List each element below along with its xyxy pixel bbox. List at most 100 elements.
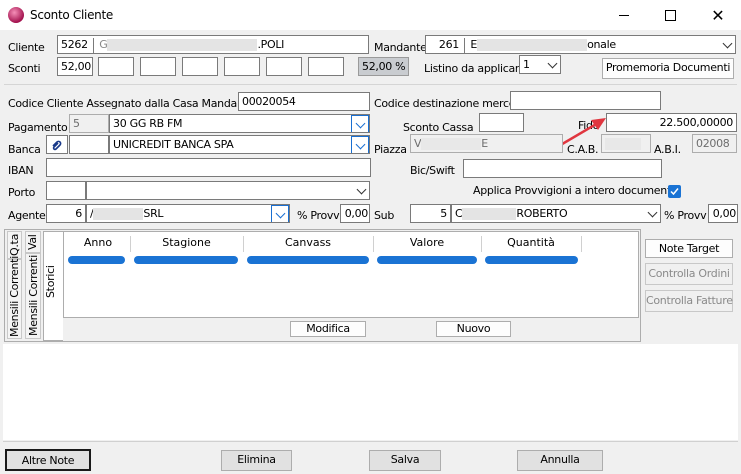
sub-provv-field[interactable]: 0,00 — [708, 204, 738, 223]
sconti-label: Sconti — [8, 62, 41, 75]
banca-dropdown-button[interactable] — [351, 136, 369, 153]
column-header-stagione[interactable]: Stagione — [130, 236, 244, 252]
listino-combo[interactable]: 1 — [519, 55, 561, 74]
iban-field[interactable] — [46, 158, 371, 177]
sconto-1-field[interactable]: 52,00 — [57, 57, 93, 76]
sconto-2-field[interactable] — [98, 57, 134, 76]
listino-value: 1 — [523, 58, 530, 71]
agente-prefix: / — [90, 207, 94, 220]
banca-label: Banca — [8, 143, 41, 156]
tab-mensili-correnti-1-label: Mensili Correnti — [8, 256, 21, 337]
piazza-label: Piazza — [374, 143, 407, 156]
sconto-4-field[interactable] — [182, 57, 218, 76]
mandante-name-redacted — [477, 39, 588, 51]
maximize-button[interactable] — [647, 0, 693, 30]
agente-code-field[interactable]: 6 — [46, 204, 86, 223]
sconto-5-field[interactable] — [224, 57, 260, 76]
altre-note-button[interactable]: Altre Note — [5, 449, 91, 471]
banca-code-field[interactable] — [69, 135, 109, 154]
codice-cliente-field[interactable]: 00020054 — [238, 92, 370, 111]
sub-combo[interactable]: C ROBERTO — [451, 204, 661, 223]
mandante-label: Mandante — [374, 41, 427, 54]
modifica-button[interactable]: Modifica — [290, 321, 366, 337]
scrollbar-stagione[interactable] — [134, 256, 238, 264]
sub-code-field[interactable]: 5 — [410, 204, 451, 223]
sconto-7-field[interactable] — [308, 57, 344, 76]
agente-label: Agente — [8, 209, 46, 222]
fido-field[interactable]: 22.500,00000 — [606, 113, 737, 132]
codice-destinazione-field[interactable] — [510, 91, 661, 110]
tab-storici[interactable] — [43, 231, 63, 341]
listino-dropdown-button[interactable] — [544, 56, 560, 73]
cab-field — [601, 134, 651, 153]
applica-provvigioni-label: Applica Provvigioni a intero documento — [473, 184, 678, 197]
column-header-valore[interactable]: Valore — [373, 236, 482, 252]
chevron-down-icon — [547, 58, 557, 68]
column-header-quantita[interactable]: Quantità — [481, 236, 582, 252]
tab-qta[interactable] — [7, 231, 22, 259]
sconto-cassa-field[interactable] — [479, 113, 524, 132]
controlla-fatture-button[interactable]: Controlla Fatture — [645, 290, 733, 312]
salva-button[interactable]: Salva — [369, 450, 441, 471]
column-header-canvass[interactable]: Canvass — [243, 236, 374, 252]
sconto-6-field[interactable] — [266, 57, 302, 76]
scrollbar-quantita[interactable] — [485, 256, 578, 264]
cliente-name-suffix: .POLI — [257, 38, 285, 51]
app-icon — [8, 7, 24, 23]
pagamento-dropdown-button[interactable] — [351, 115, 369, 132]
applica-provvigioni-checkbox[interactable] — [668, 185, 681, 198]
annulla-button[interactable]: Annulla — [517, 450, 603, 471]
pagamento-code-field[interactable]: 5 — [69, 114, 109, 133]
banca-combo[interactable]: UNICREDIT BANCA SPA — [109, 135, 370, 154]
cliente-field[interactable]: 5262 G.POLI — [57, 35, 369, 54]
mandante-code: 261 — [438, 38, 459, 51]
chevron-down-icon — [275, 208, 285, 218]
bic-label: Bic/Swift — [410, 164, 455, 177]
agente-suffix: SRL — [143, 207, 164, 220]
agente-combo[interactable]: / SRL — [86, 204, 290, 223]
pagamento-label: Pagamento — [8, 121, 68, 134]
banca-search-button[interactable] — [46, 135, 68, 154]
elimina-button[interactable]: Elimina — [221, 450, 292, 471]
porto-dropdown-button[interactable] — [353, 182, 369, 199]
porto-code-field[interactable] — [46, 181, 86, 200]
mandante-dropdown-button[interactable] — [719, 36, 735, 53]
promemoria-documenti-button[interactable]: Promemoria Documenti — [602, 58, 734, 79]
chevron-down-icon — [355, 118, 365, 128]
agente-provv-field[interactable]: 0,00 — [340, 204, 370, 223]
sub-dropdown-button[interactable] — [644, 205, 660, 222]
scrollbar-canvass[interactable] — [247, 256, 369, 264]
bic-field[interactable] — [463, 159, 662, 178]
nuovo-button[interactable]: Nuovo — [436, 321, 511, 337]
close-button[interactable]: ✕ — [695, 0, 741, 30]
minimize-button[interactable] — [601, 0, 647, 30]
pagamento-combo[interactable]: 30 GG RB FM — [109, 114, 370, 133]
tab-val[interactable] — [25, 231, 41, 253]
column-header-anno[interactable]: Anno — [66, 236, 131, 252]
sub-prefix: C — [455, 207, 463, 220]
sconto-3-field[interactable] — [140, 57, 176, 76]
agente-dropdown-button[interactable] — [271, 205, 289, 222]
tab-mensili-correnti-2[interactable] — [25, 253, 41, 339]
porto-label: Porto — [8, 186, 36, 199]
footer-separator — [3, 441, 738, 442]
tab-mensili-correnti-1[interactable] — [7, 259, 22, 339]
porto-combo[interactable] — [86, 181, 370, 200]
agente-provv-label: % Provv — [297, 209, 340, 222]
note-target-button[interactable]: Note Target — [645, 239, 733, 258]
codice-destinazione-label: Codice destinazione merce — [374, 97, 516, 110]
abi-field: 02008 — [692, 134, 737, 153]
sub-suffix: ROBERTO — [516, 207, 568, 220]
storici-grid[interactable] — [63, 231, 639, 318]
controlla-ordini-button[interactable]: Controlla Ordini — [645, 263, 733, 285]
piazza-prefix: V — [414, 137, 422, 150]
scrollbar-valore[interactable] — [377, 256, 477, 264]
tab-mensili-correnti-2-label: Mensili Correnti — [27, 255, 40, 336]
scrollbar-anno[interactable] — [68, 256, 125, 264]
pagamento-value: 30 GG RB FM — [113, 117, 183, 130]
agente-redacted — [93, 208, 144, 220]
abi-label: A.B.I. — [654, 143, 681, 156]
sub-label: Sub — [374, 209, 395, 222]
iban-label: IBAN — [8, 164, 34, 177]
